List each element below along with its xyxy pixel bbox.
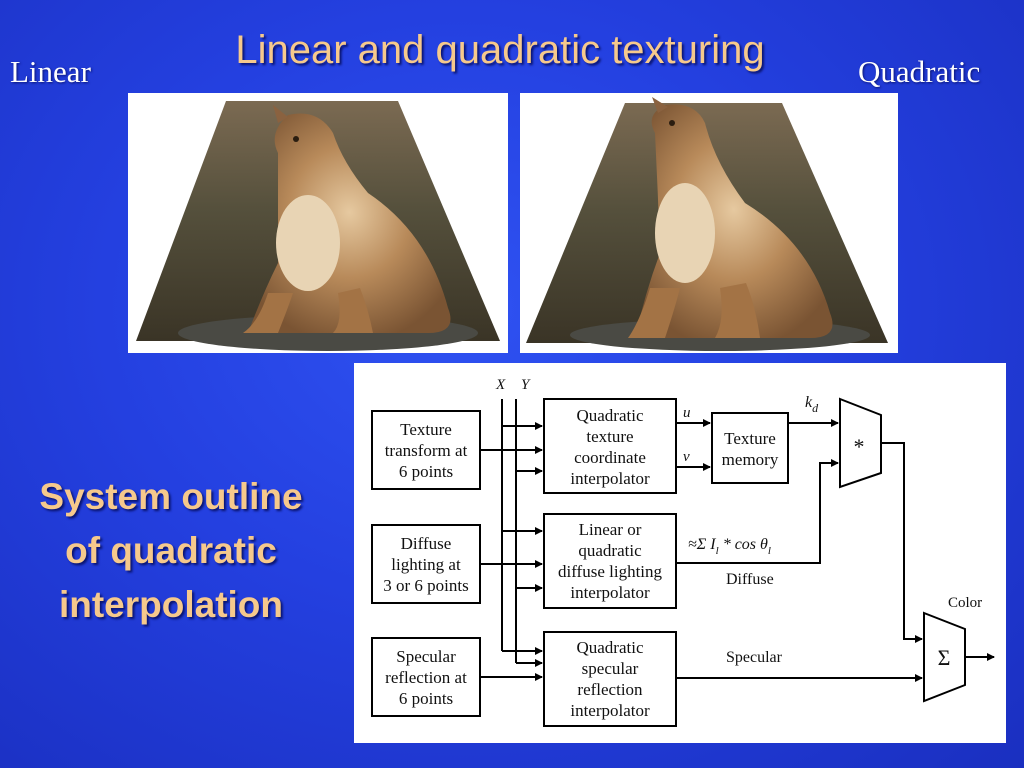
diffuse-label: Diffuse: [726, 571, 774, 588]
diffuse-interpolator-box: [543, 513, 677, 609]
sum-symbol: Σ: [938, 645, 951, 670]
texture-interp-line-2: texture: [586, 427, 633, 446]
color-label: Color: [948, 595, 982, 611]
v-label: v: [683, 449, 690, 465]
diffuse-input-line-3: 3 or 6 points: [383, 576, 468, 595]
diffuse-interp-line-1: Linear or: [579, 520, 642, 539]
outline-line-2: of quadratic: [65, 530, 277, 571]
slide-title: Linear and quadratic texturing: [235, 28, 765, 72]
multiplier-block: [839, 397, 882, 489]
x-axis-label: X: [495, 377, 506, 393]
texture-memory-box: [711, 412, 789, 484]
texture-input-line-2: transform at: [385, 441, 468, 460]
texture-interp-line-4: interpolator: [570, 469, 650, 488]
diffuse-interp-line-3: diffuse lighting: [558, 562, 663, 581]
y-axis-label: Y: [521, 377, 531, 393]
system-outline-heading: System outline of quadratic interpolatio…: [6, 470, 336, 632]
specular-interp-line-3: reflection: [577, 680, 643, 699]
specular-input-line-1: Specular: [396, 647, 456, 666]
diffuse-input-line-1: Diffuse: [401, 534, 452, 553]
texture-interp-line-1: Quadratic: [576, 406, 643, 425]
diffuse-interp-line-4: interpolator: [570, 583, 650, 602]
system-block-diagram: X Y Texture transform at 6 points Diffus…: [354, 363, 1006, 743]
texture-input-line-3: 6 points: [399, 462, 453, 481]
specular-interp-line-1: Quadratic: [576, 638, 643, 657]
kd-label: kd: [805, 394, 819, 415]
specular-interp-line-2: specular: [582, 659, 639, 678]
memory-line-1: Texture: [724, 429, 776, 448]
u-label: u: [683, 405, 691, 421]
linear-texture-image: [128, 93, 508, 353]
diffuse-interp-line-2: quadratic: [578, 541, 642, 560]
diffuse-formula: ≈Σ Il * cos θl: [688, 536, 771, 557]
specular-input-line-2: reflection at: [385, 668, 467, 687]
specular-input-line-3: 6 points: [399, 689, 453, 708]
summation-block: [923, 611, 966, 703]
outline-line-3: interpolation: [58, 584, 284, 625]
memory-line-2: memory: [722, 450, 779, 469]
linear-label: Linear: [10, 54, 91, 89]
outline-line-1: System outline: [39, 476, 303, 517]
quadratic-texture-image: [520, 93, 898, 353]
texture-interp-line-3: coordinate: [574, 448, 646, 467]
specular-label: Specular: [726, 649, 783, 666]
texture-interpolator-box: [543, 398, 677, 494]
specular-interp-line-4: interpolator: [570, 701, 650, 720]
texture-input-line-1: Texture: [400, 420, 452, 439]
multiply-symbol: *: [854, 434, 865, 459]
puma-quadratic-picture: [526, 97, 888, 351]
puma-linear-picture: [136, 101, 500, 351]
quadratic-label: Quadratic: [858, 54, 981, 89]
diffuse-input-line-2: lighting at: [391, 555, 461, 574]
